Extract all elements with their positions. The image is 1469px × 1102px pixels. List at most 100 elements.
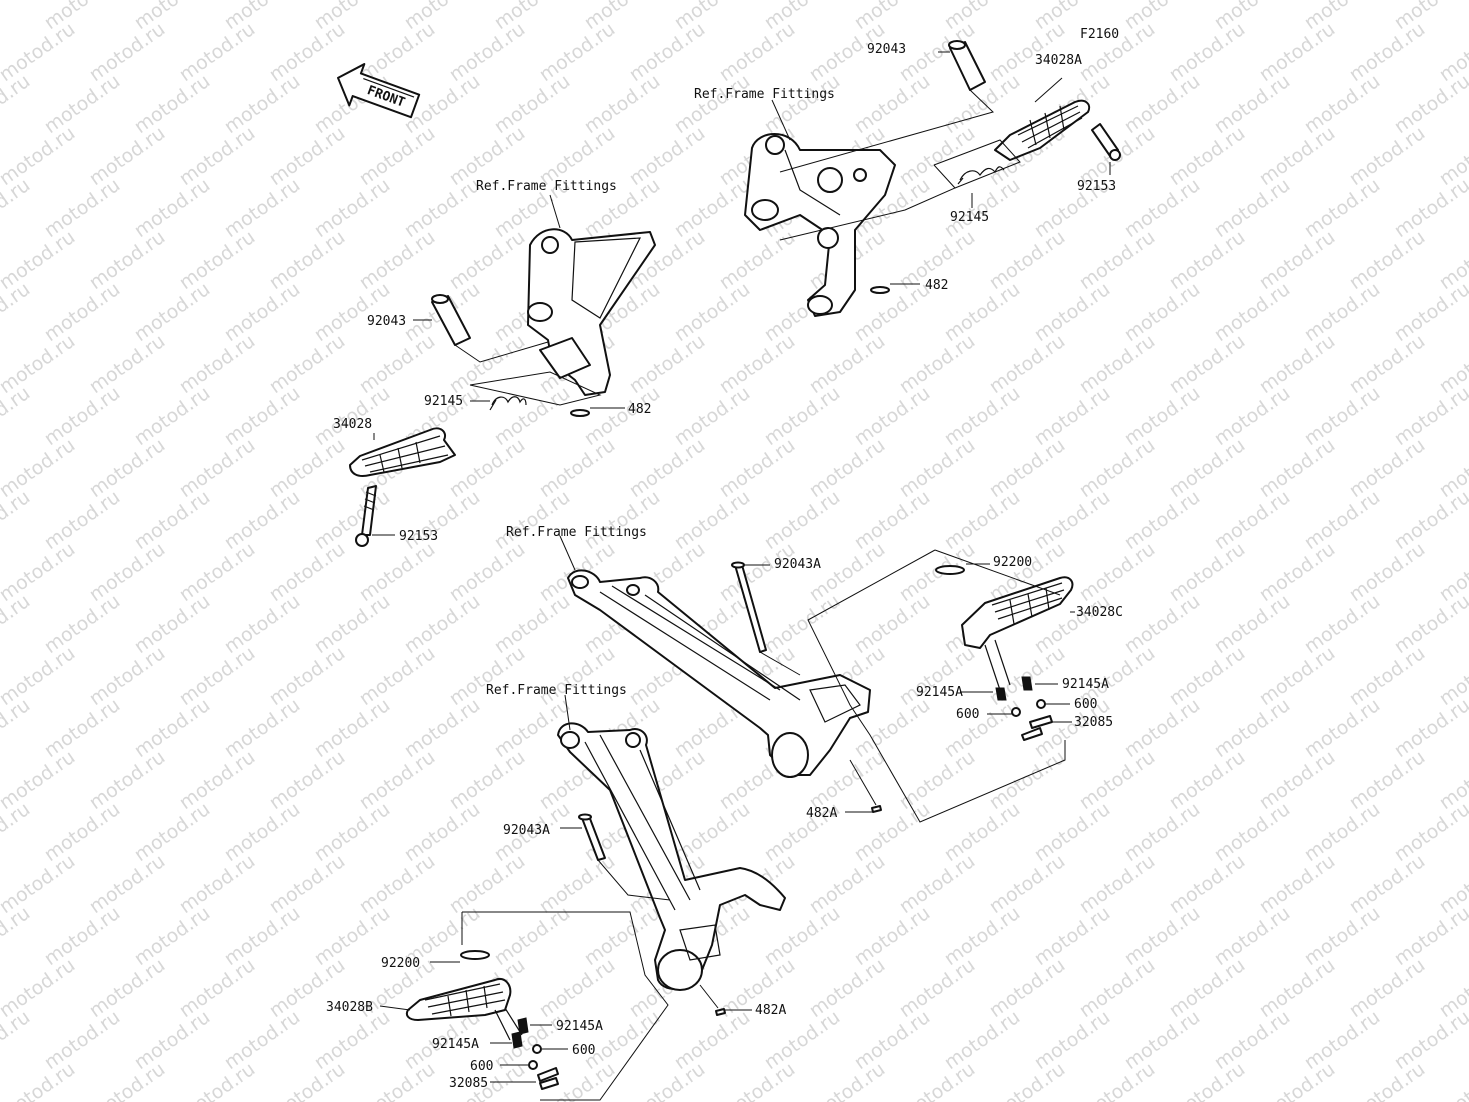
rear-right-ref-label: Ref.Frame Fittings (506, 525, 647, 540)
watermark-text: motod.ru (1075, 1058, 1159, 1102)
watermark-text: motod.ru (265, 434, 349, 502)
watermark-text: motod.ru (310, 590, 394, 658)
watermark-text: motod.ru (310, 694, 394, 762)
watermark-text: motod.ru (40, 278, 124, 346)
watermark-text: motod.ru (985, 850, 1069, 918)
watermark-text: motod.ru (1300, 174, 1384, 242)
watermark-text: motod.ru (175, 226, 259, 294)
watermark-text: motod.ru (40, 382, 124, 450)
rear-left-ring-482A (715, 1008, 726, 1016)
watermark-text: motod.ru (1345, 434, 1429, 502)
watermark-text: motod.ru (355, 850, 439, 918)
watermark-text: motod.ru (1300, 902, 1384, 970)
rear-right-plate-label: 32085 (1074, 715, 1113, 730)
watermark-text: motod.ru (400, 174, 484, 242)
rear-left-spring-right-92145A (517, 1017, 529, 1035)
watermark-text: motod.ru (85, 18, 169, 86)
front-left-footrest-group: Ref.Frame Fittings 92043 92145 482 34028… (333, 179, 656, 547)
watermark-text: motod.ru (1390, 1006, 1469, 1074)
watermark-text: motod.ru (895, 850, 979, 918)
watermark-text: motod.ru (670, 798, 754, 866)
watermark-text: motod.ru (1300, 590, 1384, 658)
watermark-text: motod.ru (1255, 122, 1339, 190)
watermark-text: motod.ru (1345, 954, 1429, 1022)
watermark-text: motod.ru (220, 590, 304, 658)
watermark-text: motod.ru (1075, 850, 1159, 918)
watermark-text: motod.ru (625, 434, 709, 502)
watermark-text: motod.ru (985, 226, 1069, 294)
rear-left-washer-92200 (460, 950, 490, 960)
watermark-text: motod.ru (940, 694, 1024, 762)
watermark-text: motod.ru (760, 902, 844, 970)
watermark-text: motod.ru (400, 694, 484, 762)
watermark-text: motod.ru (1120, 278, 1204, 346)
watermark-text: motod.ru (1210, 382, 1294, 450)
watermark-text: motod.ru (85, 434, 169, 502)
front-right-footrest-group: Ref.Frame Fittings 92043 34028A 92153 92… (694, 40, 1121, 317)
watermark-text: motod.ru (580, 486, 664, 554)
rear-left-plate-label: 32085 (449, 1076, 488, 1091)
rear-right-spring-right-92145A (1021, 676, 1033, 691)
watermark-text: motod.ru (1345, 330, 1429, 398)
rear-left-ball-left-600 (528, 1060, 538, 1070)
watermark-text: motod.ru (805, 538, 889, 606)
watermark-text: motod.ru (1120, 694, 1204, 762)
watermark-text: motod.ru (1210, 902, 1294, 970)
watermark-text: motod.ru (1255, 746, 1339, 814)
watermark-text: motod.ru (1300, 1006, 1384, 1074)
watermark-text: motod.ru (1120, 486, 1204, 554)
rear-right-washer-92200 (935, 565, 965, 575)
rear-right-footrest-group: Ref.Frame Fittings 92043A 92200 34028C 9… (506, 525, 1123, 823)
watermark-text: motod.ru (1210, 798, 1294, 866)
watermark-text: motod.ru (265, 850, 349, 918)
watermark-text: motod.ru (1255, 954, 1339, 1022)
rear-left-ring-label: 482A (755, 1003, 786, 1018)
rear-right-ball-left-label: 600 (956, 707, 979, 722)
watermark-text: motod.ru (625, 122, 709, 190)
watermark-text: motod.ru (1300, 382, 1384, 450)
front-right-spring-92145 (957, 166, 1005, 185)
watermark-text: motod.ru (355, 330, 439, 398)
front-right-ring-482 (870, 286, 890, 294)
watermark-text: motod.ru (1210, 70, 1294, 138)
watermark-text: motod.ru (985, 746, 1069, 814)
front-right-ring-label: 482 (925, 278, 948, 293)
rear-right-spring-right-label: 92145A (1062, 677, 1109, 692)
rear-right-spring-left-label: 92145A (916, 685, 963, 700)
watermark-text: motod.ru (670, 70, 754, 138)
watermark-text: motod.ru (265, 538, 349, 606)
watermark-text: motod.ru (265, 226, 349, 294)
front-left-pin-92043 (431, 294, 471, 346)
rear-left-pin-92043A (578, 813, 606, 861)
watermark-text: motod.ru (1210, 1006, 1294, 1074)
watermark-text: motod.ru (40, 694, 124, 762)
watermark-text: motod.ru (1075, 954, 1159, 1022)
watermark-text: motod.ru (1300, 70, 1384, 138)
watermark-text: motod.ru (1255, 642, 1339, 710)
watermark-text: motod.ru (580, 1006, 664, 1074)
watermark-text: motod.ru (175, 746, 259, 814)
watermark-text: motod.ru (1165, 330, 1249, 398)
watermark-text: motod.ru (850, 382, 934, 450)
watermark-text: motod.ru (445, 226, 529, 294)
watermark-text: motod.ru (310, 486, 394, 554)
watermark-text: motod.ru (940, 278, 1024, 346)
watermark-text: motod.ru (1345, 850, 1429, 918)
front-right-spring-label: 92145 (950, 210, 989, 225)
watermark-text: motod.ru (535, 954, 619, 1022)
watermark-text: motod.ru (940, 382, 1024, 450)
rear-left-ball-right-label: 600 (572, 1043, 595, 1058)
rear-left-washer-label: 92200 (381, 956, 420, 971)
rear-left-footrest-group: Ref.Frame Fittings 92043A 92200 34028B 9… (326, 683, 786, 1101)
watermark-text: motod.ru (670, 174, 754, 242)
watermark-text: motod.ru (1390, 486, 1469, 554)
watermark-text: motod.ru (1255, 434, 1339, 502)
front-right-bracket (744, 133, 896, 317)
watermark-text: motod.ru (985, 954, 1069, 1022)
watermark-text: motod.ru (85, 330, 169, 398)
front-right-pin-label: 92043 (867, 42, 906, 57)
front-left-ref-label: Ref.Frame Fittings (476, 179, 617, 194)
rear-left-footpeg-34028B (405, 978, 523, 1041)
rear-right-ball-left-600 (1011, 707, 1021, 717)
